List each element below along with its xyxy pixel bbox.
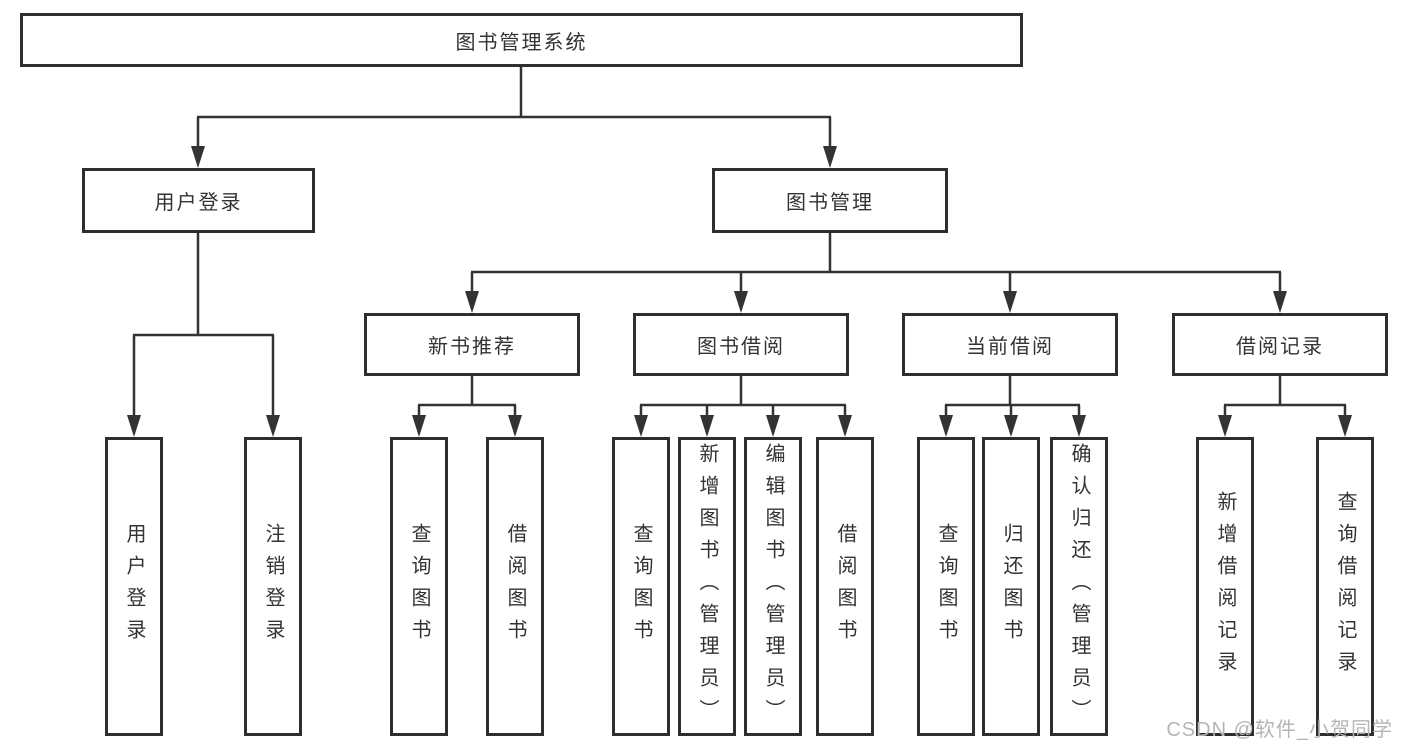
watermark-text: CSDN @软件_小贺同学: [1166, 719, 1393, 741]
node-label: 查询图书: [408, 522, 430, 651]
arrow-down-icon: [412, 415, 426, 437]
leaf-logout: 注销登录: [244, 437, 302, 736]
edge-book-borrow-to-leaves: [639, 376, 847, 422]
arrow-down-icon: [1003, 291, 1017, 313]
arrow-down-icon: [823, 146, 837, 168]
arrow-down-icons: [127, 146, 1352, 437]
node-label: 图书借阅: [697, 336, 785, 358]
node-label: 查询借阅记录: [1334, 490, 1356, 683]
node-label: 新增借阅记录: [1214, 490, 1236, 683]
node-label: 借阅记录: [1236, 336, 1324, 358]
tree-edges: [132, 67, 1347, 422]
node-new-book-recommendation: 新书推荐: [364, 313, 580, 376]
node-label: 图书管理系统: [455, 31, 588, 54]
arrow-down-icon: [127, 415, 141, 437]
leaf-edit-books-admin: 编辑图书（管理员）: [744, 437, 802, 736]
node-label: 归还图书: [1000, 522, 1022, 651]
node-label: 注销登录: [262, 522, 284, 651]
node-label: 新书推荐: [428, 336, 516, 358]
node-label: 借阅图书: [834, 522, 856, 651]
leaf-query-books-recommend: 查询图书: [390, 437, 448, 736]
arrow-down-icon: [939, 415, 953, 437]
node-current-borrowing: 当前借阅: [902, 313, 1118, 376]
edge-root-to-level2: [196, 67, 832, 152]
arrow-down-icon: [1273, 291, 1287, 313]
leaf-add-borrow-record: 新增借阅记录: [1196, 437, 1254, 736]
leaf-borrow-books: 借阅图书: [816, 437, 874, 736]
node-label: 确认归还（管理员）: [1068, 442, 1090, 731]
leaf-query-books-current: 查询图书: [917, 437, 975, 736]
leaf-borrow-books-recommend: 借阅图书: [486, 437, 544, 736]
arrow-down-icon: [266, 415, 280, 437]
arrow-down-icon: [634, 415, 648, 437]
arrow-down-icon: [1218, 415, 1232, 437]
arrow-down-icon: [465, 291, 479, 313]
node-library-management-system: 图书管理系统: [20, 13, 1023, 67]
arrow-down-icon: [508, 415, 522, 437]
node-label: 图书管理: [786, 192, 874, 214]
node-user-login: 用户登录: [82, 168, 315, 233]
arrow-down-icon: [838, 415, 852, 437]
node-label: 用户登录: [154, 192, 243, 214]
edge-book-mgmt-to-level3: [470, 233, 1282, 298]
edge-current-borrow-to-leaves: [944, 376, 1081, 422]
node-book-management: 图书管理: [712, 168, 948, 233]
arrow-down-icon: [700, 415, 714, 437]
node-label: 当前借阅: [966, 336, 1054, 358]
leaf-query-books-borrow: 查询图书: [612, 437, 670, 736]
edge-new-book-rec-to-leaves: [417, 376, 517, 422]
arrow-down-icon: [734, 291, 748, 313]
node-label: 编辑图书（管理员）: [762, 442, 784, 731]
leaf-user-login: 用户登录: [105, 437, 163, 736]
arrow-down-icon: [191, 146, 205, 168]
node-label: 查询图书: [935, 522, 957, 651]
node-label: 用户登录: [123, 522, 145, 651]
node-book-borrowing: 图书借阅: [633, 313, 849, 376]
arrow-down-icon: [766, 415, 780, 437]
leaf-confirm-return-admin: 确认归还（管理员）: [1050, 437, 1108, 736]
node-label: 查询图书: [630, 522, 652, 651]
node-label: 借阅图书: [504, 522, 526, 651]
leaf-add-books-admin: 新增图书（管理员）: [678, 437, 736, 736]
arrow-down-icon: [1338, 415, 1352, 437]
leaf-return-books: 归还图书: [982, 437, 1040, 736]
edge-user-login-to-leaves: [132, 233, 275, 422]
node-borrowing-records: 借阅记录: [1172, 313, 1388, 376]
edge-borrow-records-to-leaves: [1223, 376, 1347, 422]
arrow-down-icon: [1004, 415, 1018, 437]
leaf-query-borrow-record: 查询借阅记录: [1316, 437, 1374, 736]
node-label: 新增图书（管理员）: [696, 442, 718, 731]
arrow-down-icon: [1072, 415, 1086, 437]
